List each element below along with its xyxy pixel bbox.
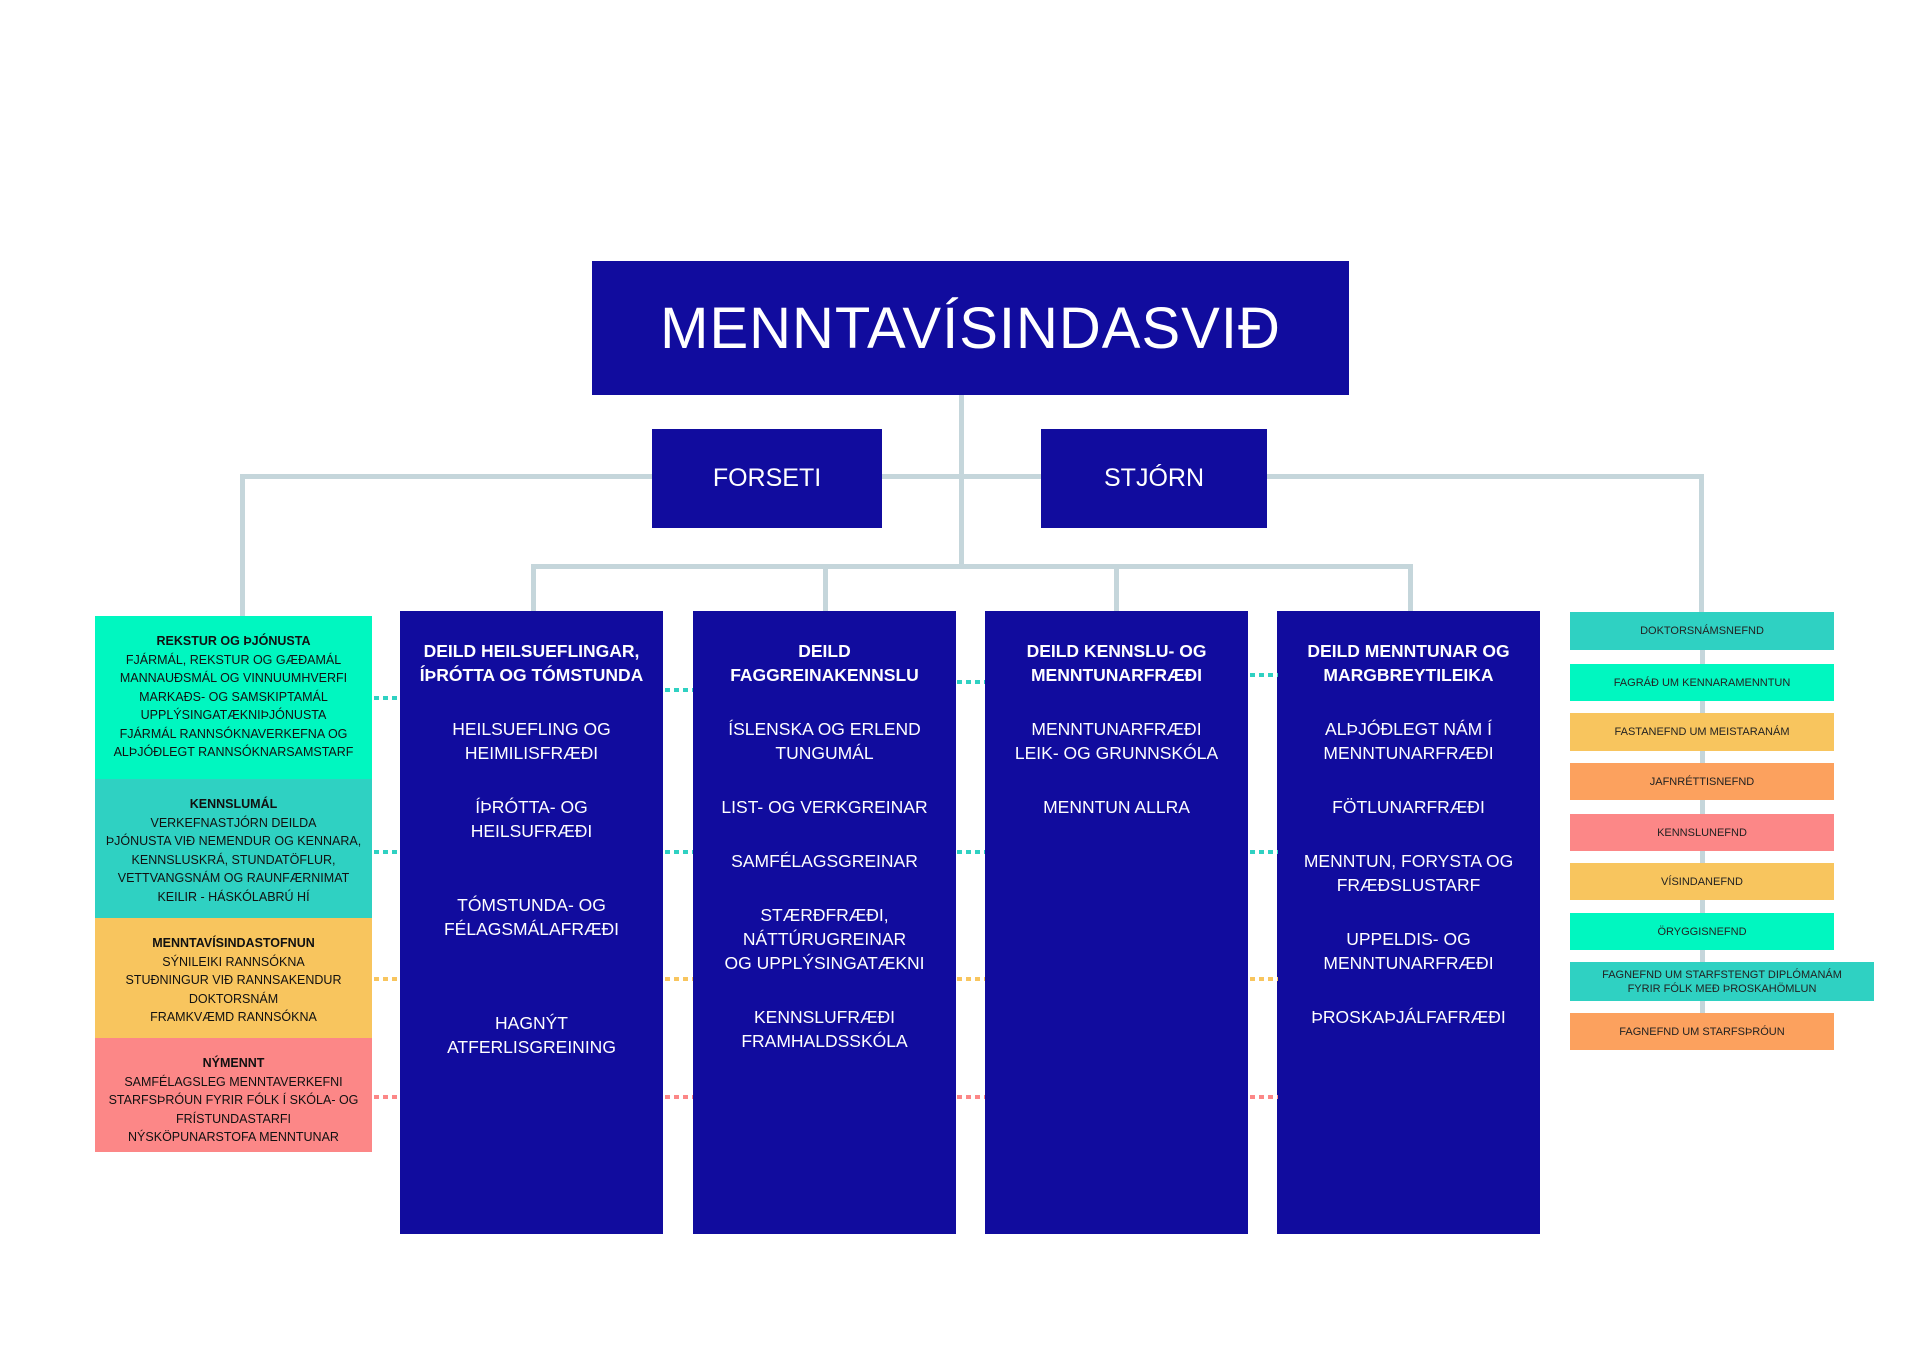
dotted-connector bbox=[957, 850, 985, 854]
section-line: MANNAUÐSMÁL OG VINNUUMHVERFI bbox=[119, 671, 348, 685]
connector-line bbox=[1408, 564, 1413, 611]
left-section: NÝMENNT SAMFÉLAGSLEG MENNTAVERKEFNI STARFS… bbox=[95, 1038, 372, 1152]
department-column: DEILD HEILSUEFLINGAR, ÍÞRÓTTA OG TÓMSTUN… bbox=[400, 611, 663, 1234]
department-heading: DEILD MENNTUNAR OG MARGBREYTILEIKA bbox=[1307, 641, 1510, 685]
department-column: DEILD MENNTUNAR OG MARGBREYTILEIKA ALÞJÓÐ… bbox=[1277, 611, 1540, 1234]
committee-box: JAFNRÉTTISNEFND bbox=[1570, 763, 1834, 800]
program-item: HAGNÝT ATFERLISGREINING bbox=[447, 1013, 616, 1057]
program-item: ÍSLENSKA OG ERLEND TUNGUMÁL bbox=[728, 719, 921, 763]
connector-line bbox=[531, 564, 536, 611]
section-line: FJÁRMÁL RANNSÓKNAVERKEFNA OG bbox=[119, 726, 348, 741]
program-item: MENNTUN ALLRA bbox=[1043, 797, 1190, 817]
dotted-connector bbox=[374, 850, 400, 854]
program-item: UPPELDIS- OG MENNTUNARFRÆÐI bbox=[1323, 929, 1494, 973]
program-item: MENNTUN, FORYSTA OG FRÆÐSLUSTARF bbox=[1303, 851, 1514, 895]
section-line: FJÁRMÁL, REKSTUR OG GÆÐAMÁL bbox=[125, 652, 342, 667]
connector-line bbox=[1114, 564, 1119, 611]
section-line: ÞJÓNUSTA VIÐ NEMENDUR OG KENNARA, bbox=[105, 834, 362, 848]
dotted-connector bbox=[1250, 977, 1278, 981]
committee-box: KENNSLUNEFND bbox=[1570, 814, 1834, 851]
dotted-connector bbox=[957, 680, 985, 684]
section-line: FRÍSTUNDASTARFI bbox=[175, 1111, 292, 1126]
connector-line bbox=[531, 564, 1413, 569]
committee-box: FAGRÁÐ UM KENNARAMENNTUN bbox=[1570, 664, 1834, 701]
left-section: REKSTUR OG ÞJÓNUSTA FJÁRMÁL, REKSTUR OG G… bbox=[95, 616, 372, 779]
program-item: HEILSUEFLING OG HEIMILISFRÆÐI bbox=[452, 719, 611, 763]
department-heading: DEILD KENNSLU- OG MENNTUNARFRÆÐI bbox=[1026, 641, 1207, 685]
dotted-connector bbox=[957, 1095, 985, 1099]
program-item: TÓMSTUNDA- OG FÉLAGSMÁLAFRÆÐI bbox=[443, 895, 620, 939]
program-item: STÆRÐFRÆÐI, NÁTTÚRUGREINAR OG UPPLÝSINGA… bbox=[724, 905, 925, 973]
dotted-connector bbox=[374, 977, 400, 981]
section-line: VETTVANGSNÁM OG RAUNFÆRNIMAT bbox=[117, 871, 350, 885]
dotted-connector bbox=[665, 850, 693, 854]
committee-box: ÖRYGGISNEFND bbox=[1570, 913, 1834, 950]
connector-line bbox=[823, 564, 828, 611]
program-item: FÖTLUNARFRÆÐI bbox=[1332, 797, 1485, 817]
connector-line bbox=[240, 474, 245, 616]
section-heading: MENNTAVÍSINDASTOFNUN bbox=[152, 936, 315, 950]
section-line: SAMFÉLAGSLEG MENNTAVERKEFNI bbox=[124, 1074, 343, 1089]
dotted-connector bbox=[1250, 673, 1278, 677]
committee-box: FAGNEFND UM STARFSÞRÓUN bbox=[1570, 1013, 1834, 1050]
department-heading: DEILD FAGGREINAKENNSLU bbox=[730, 641, 919, 685]
department-column: DEILD FAGGREINAKENNSLU ÍSLENSKA OG ERLEND… bbox=[693, 611, 956, 1234]
section-line: FRAMKVÆMD RANNSÓKNA bbox=[150, 1010, 317, 1024]
dotted-connector bbox=[665, 977, 693, 981]
connector-line bbox=[959, 395, 964, 568]
committee-box: DOKTORSNÁMSNEFND bbox=[1570, 612, 1834, 650]
dotted-connector bbox=[374, 696, 400, 700]
section-line: KEILIR - HÁSKÓLABRÚ HÍ bbox=[157, 889, 310, 904]
section-line: UPPLÝSINGATÆKNIÞJÓNUSTA bbox=[140, 708, 327, 722]
section-heading: NÝMENNT bbox=[202, 1056, 265, 1070]
dotted-connector bbox=[665, 688, 693, 692]
section-line: SÝNILEIKI RANNSÓKNA bbox=[162, 954, 305, 969]
committee-box: VÍSINDANEFND bbox=[1570, 863, 1834, 900]
program-item: ALÞJÓÐLEGT NÁM Í MENNTUNARFRÆÐI bbox=[1323, 719, 1494, 763]
section-line: MARKAÐS- OG SAMSKIPTAMÁL bbox=[139, 689, 328, 704]
section-line: STUÐNINGUR VIÐ RANNSAKENDUR bbox=[125, 973, 342, 987]
left-section: KENNSLUMÁL VERKEFNASTJÓRN DEILDA ÞJÓNUSTA … bbox=[95, 779, 372, 918]
dotted-connector bbox=[1250, 1095, 1278, 1099]
section-heading: KENNSLUMÁL bbox=[189, 797, 278, 811]
section-line: ALÞJÓÐLEGT RANNSÓKNARSAMSTARF bbox=[113, 745, 354, 759]
committee-box: FASTANEFND UM MEISTARANÁM bbox=[1570, 713, 1834, 751]
department-column: DEILD KENNSLU- OG MENNTUNARFRÆÐI MENNTUNA… bbox=[985, 611, 1248, 1234]
forseti-box: FORSETI bbox=[652, 429, 882, 528]
section-line: NÝSKÖPUNARSTOFA MENNTUNAR bbox=[128, 1130, 339, 1144]
section-line: KENNSLUSKRÁ, STUNDATÖFLUR, bbox=[131, 852, 336, 867]
connector-line bbox=[1699, 474, 1704, 612]
dotted-connector bbox=[957, 977, 985, 981]
program-item: ÞROSKAÞJÁLFAFRÆÐI bbox=[1311, 1007, 1506, 1027]
connector-line bbox=[240, 474, 1704, 479]
stjorn-box: STJÓRN bbox=[1041, 429, 1267, 528]
dotted-connector bbox=[665, 1095, 693, 1099]
section-line: STARFSÞRÓUN FYRIR FÓLK Í SKÓLA- OG bbox=[108, 1093, 359, 1107]
section-line: DOKTORSNÁM bbox=[188, 991, 279, 1006]
department-heading: DEILD HEILSUEFLINGAR, ÍÞRÓTTA OG TÓMSTUN… bbox=[419, 641, 644, 685]
dotted-connector bbox=[374, 1095, 400, 1099]
program-item: KENNSLUFRÆÐI FRAMHALDSSKÓLA bbox=[741, 1007, 908, 1051]
program-item: ÍÞRÓTTA- OG HEILSUFRÆÐI bbox=[470, 797, 593, 841]
section-line: VERKEFNASTJÓRN DEILDA bbox=[150, 815, 317, 830]
program-item: LIST- OG VERKGREINAR bbox=[721, 797, 928, 817]
dotted-connector bbox=[1250, 850, 1278, 854]
org-title-box: MENNTAVÍSINDASVIÐ bbox=[592, 261, 1349, 395]
program-item: SAMFÉLAGSGREINAR bbox=[731, 851, 918, 871]
committee-box: FAGNEFND UM STARFSTENGT DIPLÓMANÁM FYRIR… bbox=[1570, 962, 1874, 1001]
left-section: MENNTAVÍSINDASTOFNUN SÝNILEIKI RANNSÓKNA S… bbox=[95, 918, 372, 1038]
section-heading: REKSTUR OG ÞJÓNUSTA bbox=[156, 634, 311, 648]
program-item: MENNTUNARFRÆÐI LEIK- OG GRUNNSKÓLA bbox=[1014, 719, 1219, 763]
